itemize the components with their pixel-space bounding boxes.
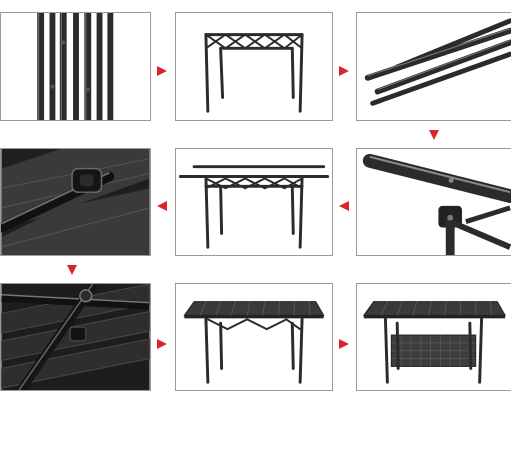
step-8-panel	[175, 283, 333, 391]
arrow-right-4	[337, 337, 351, 351]
step-5-panel	[175, 148, 333, 256]
step-2-panel	[175, 12, 333, 121]
step-1-panel	[0, 12, 151, 121]
step-6-panel	[356, 148, 511, 256]
frame-with-rails-icon	[178, 165, 330, 249]
arrow-down-1	[427, 128, 441, 142]
tube-clip-closeup-icon	[1, 149, 150, 255]
step-7-panel	[0, 283, 151, 391]
loose-tubes-icon	[364, 18, 511, 106]
arrow-down-2	[65, 263, 79, 277]
arrow-right-1	[155, 64, 169, 78]
arrow-left-2	[337, 199, 351, 213]
expanded-frame-icon	[204, 33, 304, 113]
rail-joint-closeup-icon	[362, 153, 511, 255]
step-9-panel	[356, 283, 511, 391]
assembled-table-icon	[183, 301, 325, 384]
slat-underside-closeup-icon	[1, 284, 150, 390]
step-3-panel	[356, 12, 511, 121]
arrow-right-3	[155, 337, 169, 351]
arrow-left-1	[155, 199, 169, 213]
table-with-storage-net-icon	[362, 301, 507, 384]
arrow-right-2	[337, 64, 351, 78]
step-4-panel	[0, 148, 151, 256]
folded-poles-icon	[37, 13, 114, 120]
